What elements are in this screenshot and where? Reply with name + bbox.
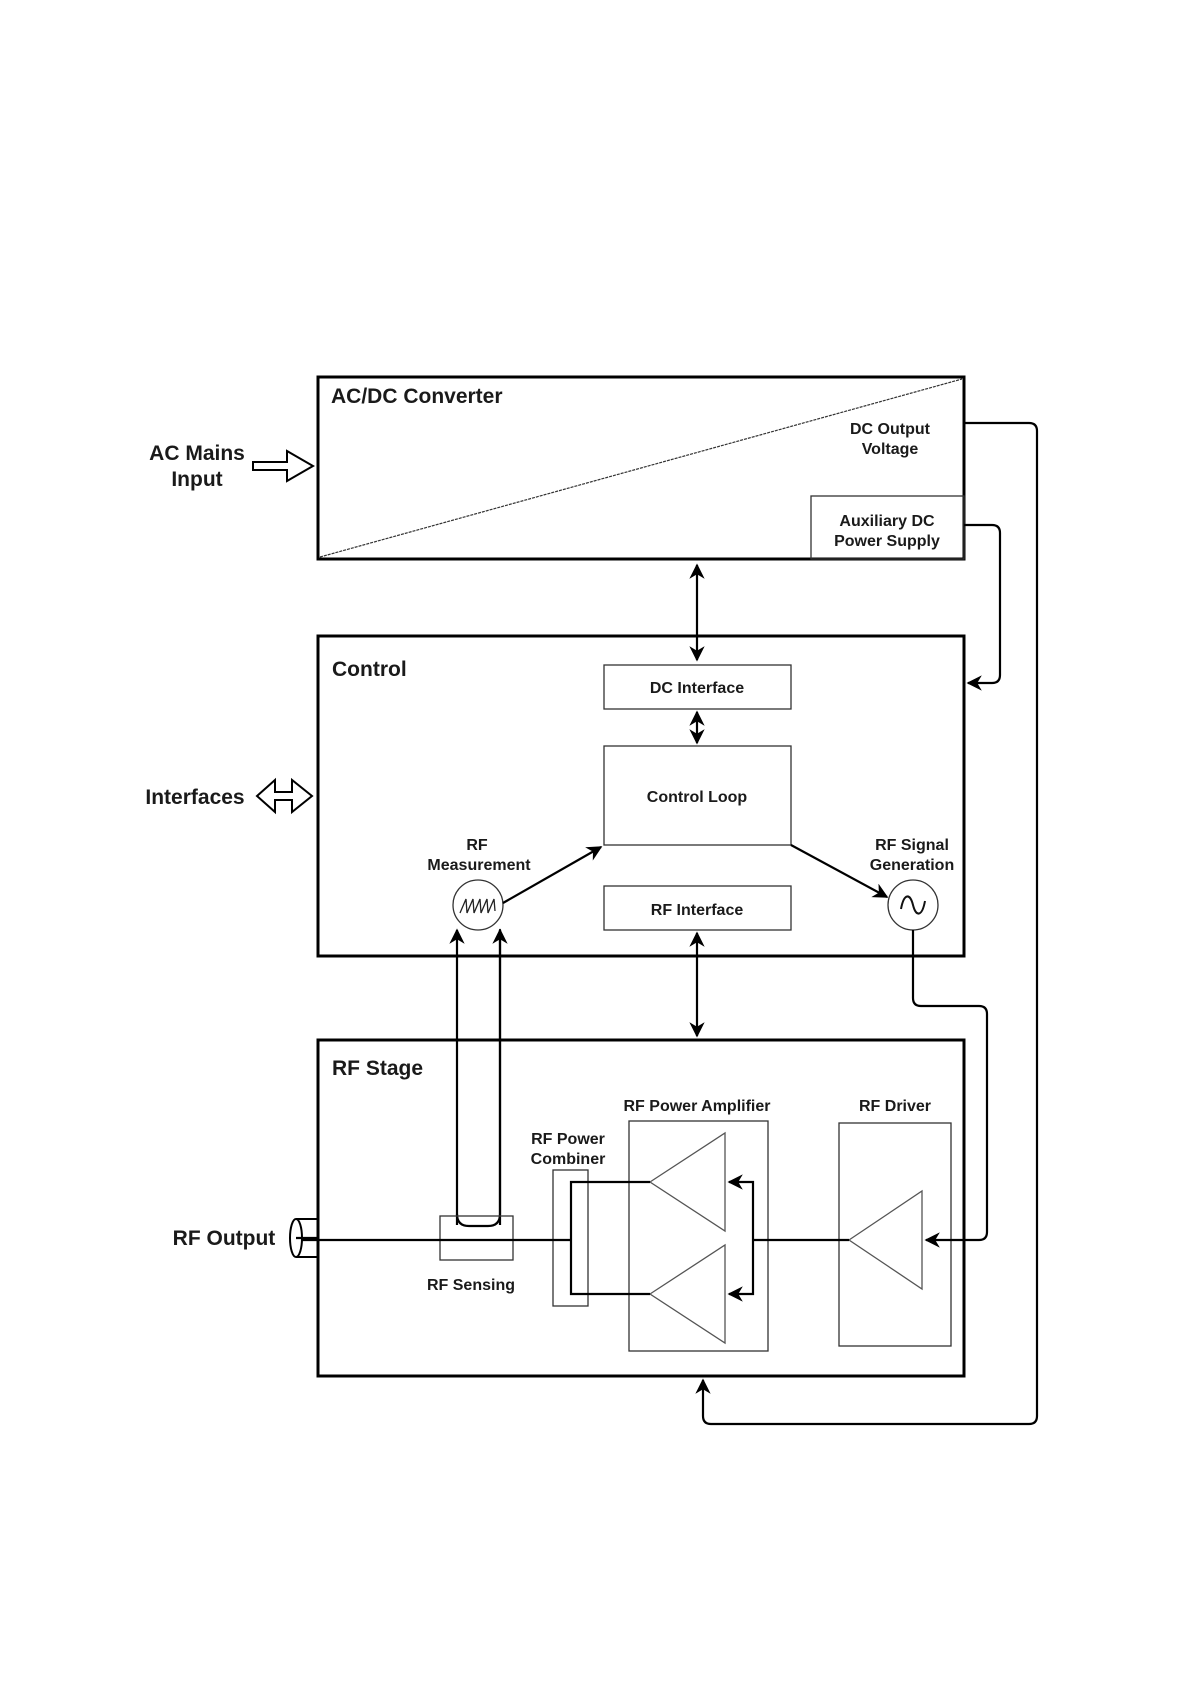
split-to-amp-top-arrow bbox=[729, 1182, 753, 1240]
rf-driver-label: RF Driver bbox=[859, 1098, 931, 1115]
rf-signal-gen-label-line1: RF Signal bbox=[875, 837, 949, 854]
dc-output-label-line1: DC Output bbox=[850, 421, 931, 438]
sensing-loop-path bbox=[457, 930, 500, 1226]
rf-combiner-label-line1: RF Power bbox=[531, 1131, 605, 1148]
measurement-to-control-loop-arrow bbox=[503, 847, 601, 903]
rf-interface-label: RF Interface bbox=[651, 902, 744, 919]
rf-power-amplifier-box bbox=[629, 1121, 768, 1351]
hollow-double-arrow-icon bbox=[257, 780, 312, 812]
rf-measurement-sawtooth-icon bbox=[453, 880, 503, 930]
interfaces-label: Interfaces bbox=[145, 786, 244, 809]
ac-mains-label-line2: Input bbox=[171, 468, 222, 491]
rf-sensing-label: RF Sensing bbox=[427, 1277, 515, 1294]
rf-sensing-box bbox=[440, 1216, 513, 1260]
rf-combiner-label-line2: Combiner bbox=[531, 1151, 606, 1168]
ac-mains-label-line1: AC Mains bbox=[149, 442, 245, 465]
combiner-paths bbox=[571, 1182, 650, 1294]
rf-output-connector: RF Output bbox=[173, 1219, 318, 1257]
control-title: Control bbox=[332, 658, 407, 681]
hollow-right-arrow-icon bbox=[253, 451, 313, 481]
ac-mains-input: AC Mains Input bbox=[149, 442, 313, 491]
rf-measurement-label-line1: RF bbox=[466, 837, 488, 854]
control-block: Control DC Interface Control Loop RF Int… bbox=[318, 636, 964, 956]
rf-stage-box bbox=[318, 1040, 964, 1376]
aux-dc-label-line1: Auxiliary DC bbox=[839, 513, 935, 530]
rf-driver-box bbox=[839, 1123, 951, 1346]
acdc-title: AC/DC Converter bbox=[331, 385, 503, 408]
dc-output-label-line2: Voltage bbox=[862, 441, 919, 458]
aux-dc-label-line2: Power Supply bbox=[834, 533, 940, 550]
rf-measurement-label-line2: Measurement bbox=[427, 857, 531, 874]
external-interfaces: Interfaces bbox=[145, 780, 312, 812]
aux-supply-to-control-arrow bbox=[964, 525, 1000, 683]
rf-output-label: RF Output bbox=[173, 1227, 276, 1250]
rf-stage-title: RF Stage bbox=[332, 1057, 423, 1080]
acdc-converter-block: AC/DC Converter DC Output Voltage Auxili… bbox=[318, 377, 964, 559]
rf-signal-gen-label-line2: Generation bbox=[870, 857, 954, 874]
split-to-amp-bottom-arrow bbox=[729, 1240, 753, 1294]
driver-amplifier-triangle-icon bbox=[849, 1191, 922, 1289]
rf-power-amplifier-label: RF Power Amplifier bbox=[624, 1098, 771, 1115]
amplifier-triangle-icon bbox=[650, 1133, 725, 1231]
signal-gen-to-driver-arrow bbox=[913, 930, 987, 1240]
amplifier-triangle-icon bbox=[650, 1245, 725, 1343]
rf-stage-block: RF Stage RF Sensing RF Power Combiner RF… bbox=[295, 1040, 964, 1376]
control-loop-label: Control Loop bbox=[647, 789, 748, 806]
dc-interface-label: DC Interface bbox=[650, 680, 744, 697]
sine-wave-oscillator-icon bbox=[888, 880, 938, 930]
control-box bbox=[318, 636, 964, 956]
